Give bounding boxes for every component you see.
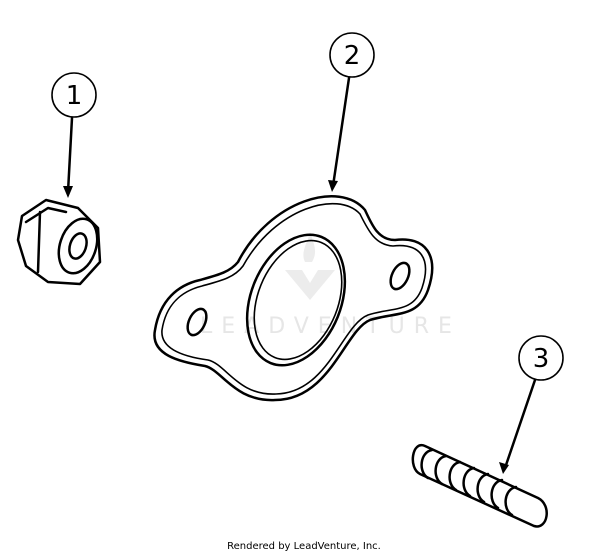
footer-credit: Rendered by LeadVenture, Inc. <box>227 541 381 552</box>
leader-line-3 <box>503 378 537 470</box>
exhaust-gasket[interactable] <box>153 195 434 402</box>
flange-nut[interactable] <box>16 198 104 286</box>
leader-line-1 <box>66 116 74 194</box>
callout-2[interactable]: 2 <box>328 32 375 192</box>
leadventure-watermark: LEADVENTURE <box>200 232 461 339</box>
svg-text:2: 2 <box>344 41 361 71</box>
leader-line-2 <box>331 76 351 188</box>
callout-1[interactable]: 1 <box>51 72 97 198</box>
svg-text:LEADVENTURE: LEADVENTURE <box>200 314 461 339</box>
stud[interactable] <box>411 444 548 528</box>
svg-text:3: 3 <box>533 344 550 374</box>
svg-text:1: 1 <box>66 81 83 111</box>
callout-3[interactable]: 3 <box>499 335 564 474</box>
